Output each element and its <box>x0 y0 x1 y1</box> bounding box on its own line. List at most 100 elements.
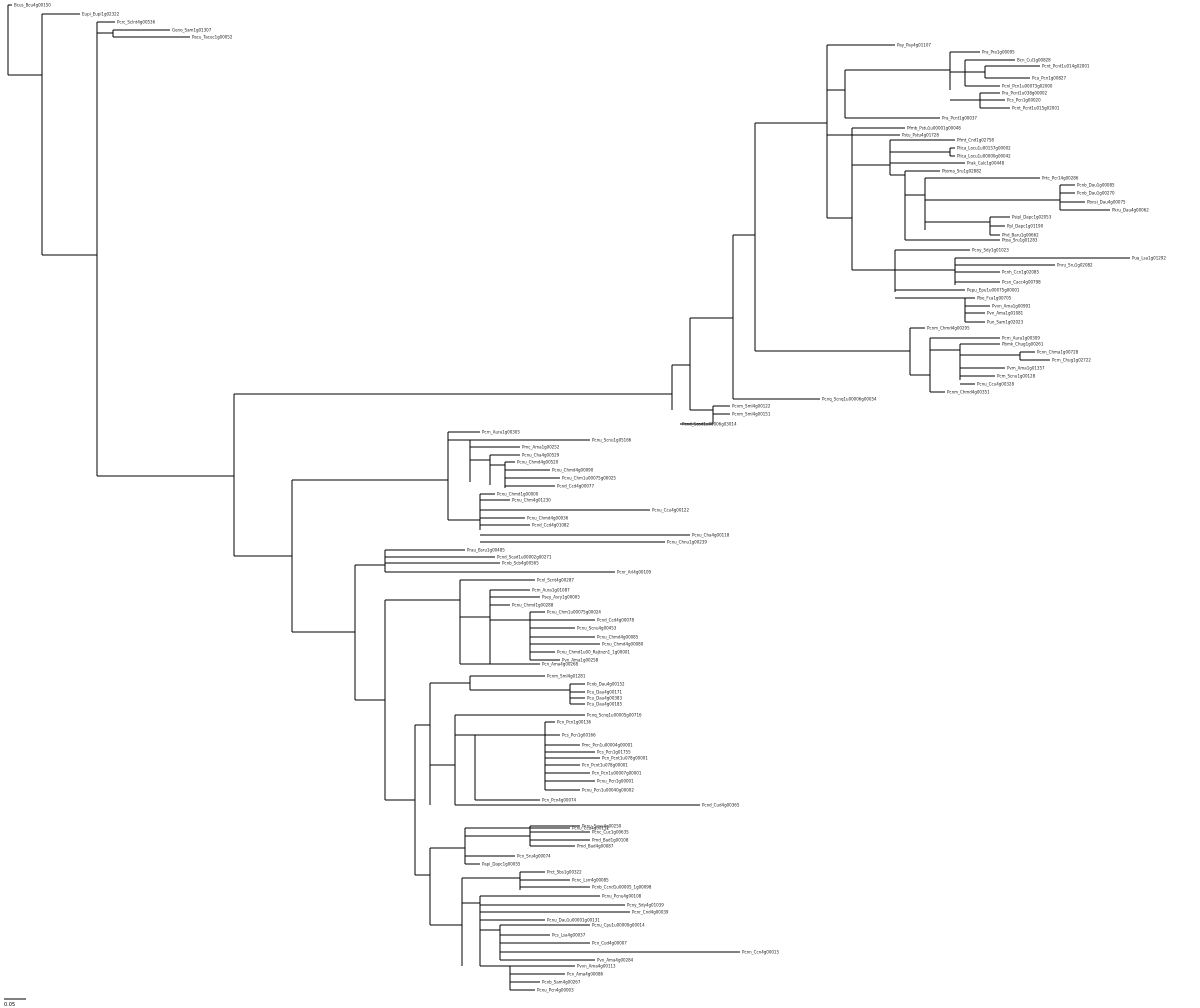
leaf-label: Pcnu_Chnu1g00239 <box>667 540 707 545</box>
leaf-label: Pcnm_Chmd4g00295 <box>927 326 970 331</box>
leaf-label: Pcn_Ama4g00086 <box>567 972 603 977</box>
leaf-label: Bcn_Cul1g00828 <box>1017 58 1051 63</box>
leaf-label: Pvvn_Ama4g00113 <box>577 964 616 969</box>
leaf-label: Pcnd_Ccd4g00078 <box>597 618 634 623</box>
leaf-label: Pcny_Sdy4g01039 <box>627 903 664 908</box>
leaf-label: Pua_Lsa1g01292 <box>1132 256 1166 261</box>
leaf-label: Pcnu_Chmd4g00085 <box>597 635 639 640</box>
scale-bar: 0.05 <box>4 998 26 1008</box>
leaf-label: Pcsn_Cacc4g00798 <box>1002 280 1041 285</box>
leaf-label: Pcnu_Chmd1g00000 <box>497 492 539 497</box>
leaf-label: Ptoa_Sru1g01283 <box>1002 238 1038 243</box>
leaf-label: Pcrn_Chug1g02722 <box>1052 358 1091 363</box>
leaf-label: Pra_Pcnt1g00037 <box>942 116 977 121</box>
leaf-label: Prtc_Pcr14g00286 <box>1042 176 1079 181</box>
leaf-label: Pmd_Bad1g00108 <box>592 838 629 843</box>
leaf-label: Pcnd_Scad1u00002g00271 <box>497 555 552 560</box>
leaf-label: Pcn_Pcn1u00007g00001 <box>592 771 642 776</box>
leaf-label: Pacu_Tacuc1g00052 <box>192 35 233 40</box>
leaf-label: Pcnc_Lsrr4g00085 <box>572 878 609 883</box>
leaf-label: Pvm_Ama1g01357 <box>1007 366 1045 371</box>
leaf-label: Pcnd_Cud4g00365 <box>702 803 740 808</box>
leaf-label: Pepu_Epu1u00075g00001 <box>967 288 1020 293</box>
leaf-label: Pra_Pra1g00095 <box>982 50 1015 55</box>
leaf-label: Pcnl_Scnt4g00287 <box>537 578 574 583</box>
leaf-label: Pcnu_Chm1u00075g00025 <box>562 476 616 481</box>
leaf-label: Pcnu_Cpu1u00000g00014 <box>592 923 645 928</box>
leaf-label: Pcnb_Scb4g00565 <box>502 561 539 566</box>
leaf-label: Pcnu_Ccu4g00328 <box>977 382 1014 387</box>
leaf-label: Pcrn_Aura1g00309 <box>1002 336 1040 341</box>
leaf-label: Pcs_Pcn1g00020 <box>1007 98 1041 103</box>
leaf-label: Pcnu_Scnu4g00250 <box>582 824 622 829</box>
leaf-label: Pcnb_Sam4g00267 <box>542 980 581 985</box>
leaf-label: Pcnq_Scnq1u00006g00054 <box>822 397 877 402</box>
leaf-label: Pcnd_Ccd4g01082 <box>532 523 569 528</box>
leaf-label: Pcnm_Sml4g00122 <box>732 404 771 409</box>
leaf-label: Pcm_Scnu1g00128 <box>997 374 1036 379</box>
leaf-label: Pcn_Cud4g00007 <box>592 941 627 946</box>
leaf-label: Eupi_Eupi1g02322 <box>82 12 120 17</box>
leaf-label: Pfmt_Cnd1g02758 <box>957 138 994 143</box>
leaf-label: Pcs_Pcn1g00166 <box>562 733 596 738</box>
leaf-label: Pvn_Ama4g00284 <box>597 958 634 963</box>
leaf-label: Pcnu_Pcn1u00040g00002 <box>582 788 634 793</box>
leaf-label: Pnru_Sru1g02082 <box>1057 263 1093 268</box>
leaf-label: Pstu_Pstu4g01728 <box>902 133 939 138</box>
leaf-label: Pbnsi_Dau4g00075 <box>1087 200 1126 205</box>
leaf-label: Pun_Sam1g02023 <box>987 320 1024 325</box>
leaf-label: Pcnb_Dau1g00270 <box>1077 191 1115 196</box>
leaf-label: Pcnr_Arl4g00109 <box>617 570 652 575</box>
leaf-label: Pcnm_Chmd4g00351 <box>947 390 990 395</box>
leaf-label: Pca_Pcn1g00827 <box>1032 76 1066 81</box>
leaf-label: Pay_Pay4g01107 <box>897 43 931 48</box>
leaf-label: Geno_Sam1g01307 <box>172 28 212 33</box>
leaf-label: Pcnu_Ccu4g00122 <box>652 508 689 513</box>
scale-bar-label: 0.05 <box>4 1002 15 1008</box>
leaf-label: Pcnu_Scnu4g00453 <box>577 626 617 631</box>
leaf-label: Pcnq_Scnq1u00005g00716 <box>587 713 642 718</box>
leaf-label: Pcnu_Ccu4g00152 <box>572 826 609 831</box>
leaf-label: Pcn_Pcnt1u078g00001 <box>582 763 628 768</box>
leaf-label: Papi_Dapc1g00055 <box>482 862 521 867</box>
leaf-label: Pcn_Pcnt1u078g00001 <box>602 756 648 761</box>
leaf-label: Pcnd_Ccd4g00077 <box>557 484 594 489</box>
leaf-label: Pcnu_Cha4g00118 <box>692 533 730 538</box>
leaf-label: Pcnu_Pcn1g00001 <box>597 779 634 784</box>
leaf-label: Pcnu_Chmd4g00080 <box>602 642 644 647</box>
leaf-label: Pcnr_Cnd4g00039 <box>632 910 669 915</box>
leaf-label: Plica_Locu1u00157g00002 <box>957 146 1011 151</box>
leaf-label: Pcnd_Scad1u00006g03014 <box>682 422 737 427</box>
leaf-label: Pcnt_Pcnt1u014g02001 <box>1042 64 1090 69</box>
leaf-label: Pcu_Dau4g00171 <box>587 690 622 695</box>
leaf-label: Psipl_Dapc1g02053 <box>1012 215 1052 220</box>
leaf-label: Pmd_Bad4g00087 <box>577 844 614 849</box>
leaf-label: Pcu_Dau4g00185 <box>587 702 622 707</box>
leaf-label: Pvvn_Ama1g00991 <box>992 304 1031 309</box>
leaf-label: Psey_Asry1g00005 <box>542 595 580 600</box>
leaf-label: Pbmk_Chug1g00261 <box>1002 342 1044 347</box>
leaf-label: Plica_Locu1u00000g00042 <box>957 154 1011 159</box>
leaf-label: Pcnh_Ccn1g02085 <box>1002 270 1039 275</box>
leaf-label: Pcn_Pcn4g00074 <box>542 798 577 803</box>
leaf-label: Pcny_Sdy1g01023 <box>972 248 1009 253</box>
leaf-label: Pcnl_Pcn1u00073g02000 <box>1002 84 1053 89</box>
leaf-label: Pcnu_Chmd1g00288 <box>512 603 554 608</box>
leaf-label: Pcnu_Chmd4g00036 <box>527 516 569 521</box>
leaf-label: Phd_Baru1g00662 <box>1002 233 1039 238</box>
leaf-label: Pcnn_Ccn4g00015 <box>742 950 779 955</box>
leaf-label: Pmc_Pcn1u00004g00001 <box>582 743 633 748</box>
leaf-labels: Bcus_Bcu4g00150Eupi_Eupi1g02322Pcrc_Scln… <box>14 3 1166 993</box>
leaf-label: Bcus_Bcu4g00150 <box>14 3 51 8</box>
tree-branches <box>7 4 1130 991</box>
leaf-label: Pcnu_Pcn4g00003 <box>537 988 574 993</box>
leaf-label: Pbe_Fca1g00705 <box>977 296 1012 301</box>
leaf-label: Pmc_Ama1g00252 <box>522 445 560 450</box>
leaf-label: Pcu_Dau4g00383 <box>587 696 622 701</box>
leaf-label: Pvn_Ama1g00258 <box>562 658 599 663</box>
leaf-label: Pkru_Dau4g00062 <box>1112 208 1149 213</box>
leaf-label: Pcnm_Sml4g00151 <box>732 412 771 417</box>
leaf-label: Pcn_Ama4g00268 <box>542 662 578 667</box>
leaf-label: Pcrc_Sclnt4g00536 <box>117 20 156 25</box>
